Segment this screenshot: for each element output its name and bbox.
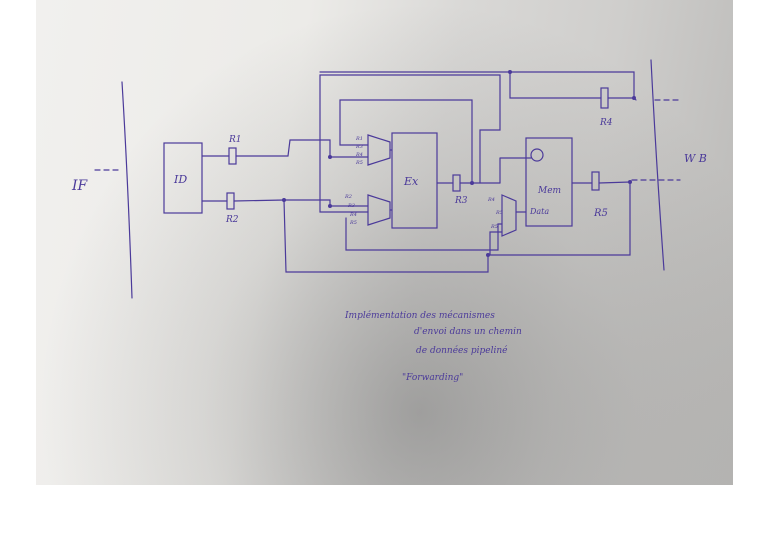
- caption-line-2: d'envoi dans un chemin: [414, 327, 522, 337]
- label-r5: R5: [593, 208, 608, 219]
- mux2-input-1: R3: [347, 203, 355, 209]
- register-r4: [600, 87, 609, 109]
- register-r2: [226, 192, 235, 210]
- wire-r3-to-mem: [499, 157, 532, 184]
- id-stage-box: [163, 142, 203, 214]
- ex-stage-box: [391, 132, 438, 229]
- wire-r3-feedback-mux1: [339, 99, 473, 184]
- label-r3: R3: [454, 196, 468, 206]
- register-r1: [228, 147, 237, 165]
- wire-r3-feedback-mux2: [319, 74, 501, 213]
- junction-dot: [632, 96, 636, 100]
- mux-3: [501, 194, 517, 237]
- mux3-input-0: R4: [487, 197, 495, 203]
- mem-adder-circle: [530, 148, 544, 162]
- mux3-input-2: R5: [490, 224, 498, 230]
- wire-r5-feedback-mux3: [489, 181, 631, 256]
- wire-r2-to-mux2: [201, 199, 369, 207]
- label-wb: W B: [684, 152, 707, 165]
- paper-sheet: [36, 0, 733, 485]
- if-separator-line: [121, 81, 133, 299]
- wire-r4-loop: [319, 71, 635, 99]
- junction-dot: [508, 70, 512, 74]
- wire-r1-to-mux1: [201, 139, 369, 158]
- junction-dot: [328, 155, 332, 159]
- wire-mux-to-ex: [389, 149, 393, 211]
- wb-separator-line: [650, 59, 665, 271]
- wire-bottom-loop: [283, 199, 489, 273]
- junction-dot: [282, 198, 286, 202]
- caption-line-1: Implémentation des mécanismes: [344, 310, 495, 321]
- label-if: IF: [71, 178, 89, 194]
- wire-mux2-bottom: [345, 217, 503, 251]
- register-r3: [452, 174, 461, 192]
- label-mem: Mem: [537, 186, 561, 196]
- caption-line-3: de données pipeliné: [416, 345, 508, 356]
- label-r2: R2: [225, 215, 239, 225]
- label-r4: R4: [599, 118, 613, 128]
- mem-stage-box: [525, 137, 573, 227]
- label-id: ID: [173, 173, 187, 186]
- mux2-input-2: R4: [349, 212, 357, 218]
- junction-dot: [628, 180, 632, 184]
- register-r5: [591, 171, 600, 191]
- label-r1: R1: [228, 135, 242, 145]
- mux1-input-2: R4: [355, 152, 363, 158]
- junction-dot: [328, 204, 332, 208]
- mux1-input-0: R1: [355, 136, 363, 142]
- mux2-input-0: R2: [344, 194, 352, 200]
- mux1-input-1: R3: [355, 144, 363, 150]
- hand-shadow: [36, 0, 733, 485]
- mux2-input-3: R5: [349, 220, 357, 226]
- label-data: Data: [529, 207, 549, 216]
- mux1-input-3: R5: [355, 160, 363, 166]
- mux-1: [367, 134, 391, 166]
- junction-dot: [486, 253, 490, 257]
- mux3-input-1: R5: [495, 210, 503, 216]
- label-ex: Ex: [403, 175, 419, 188]
- junction-dot: [470, 181, 474, 185]
- mux-2: [367, 194, 391, 226]
- caption-line-4: "Forwarding": [402, 373, 463, 383]
